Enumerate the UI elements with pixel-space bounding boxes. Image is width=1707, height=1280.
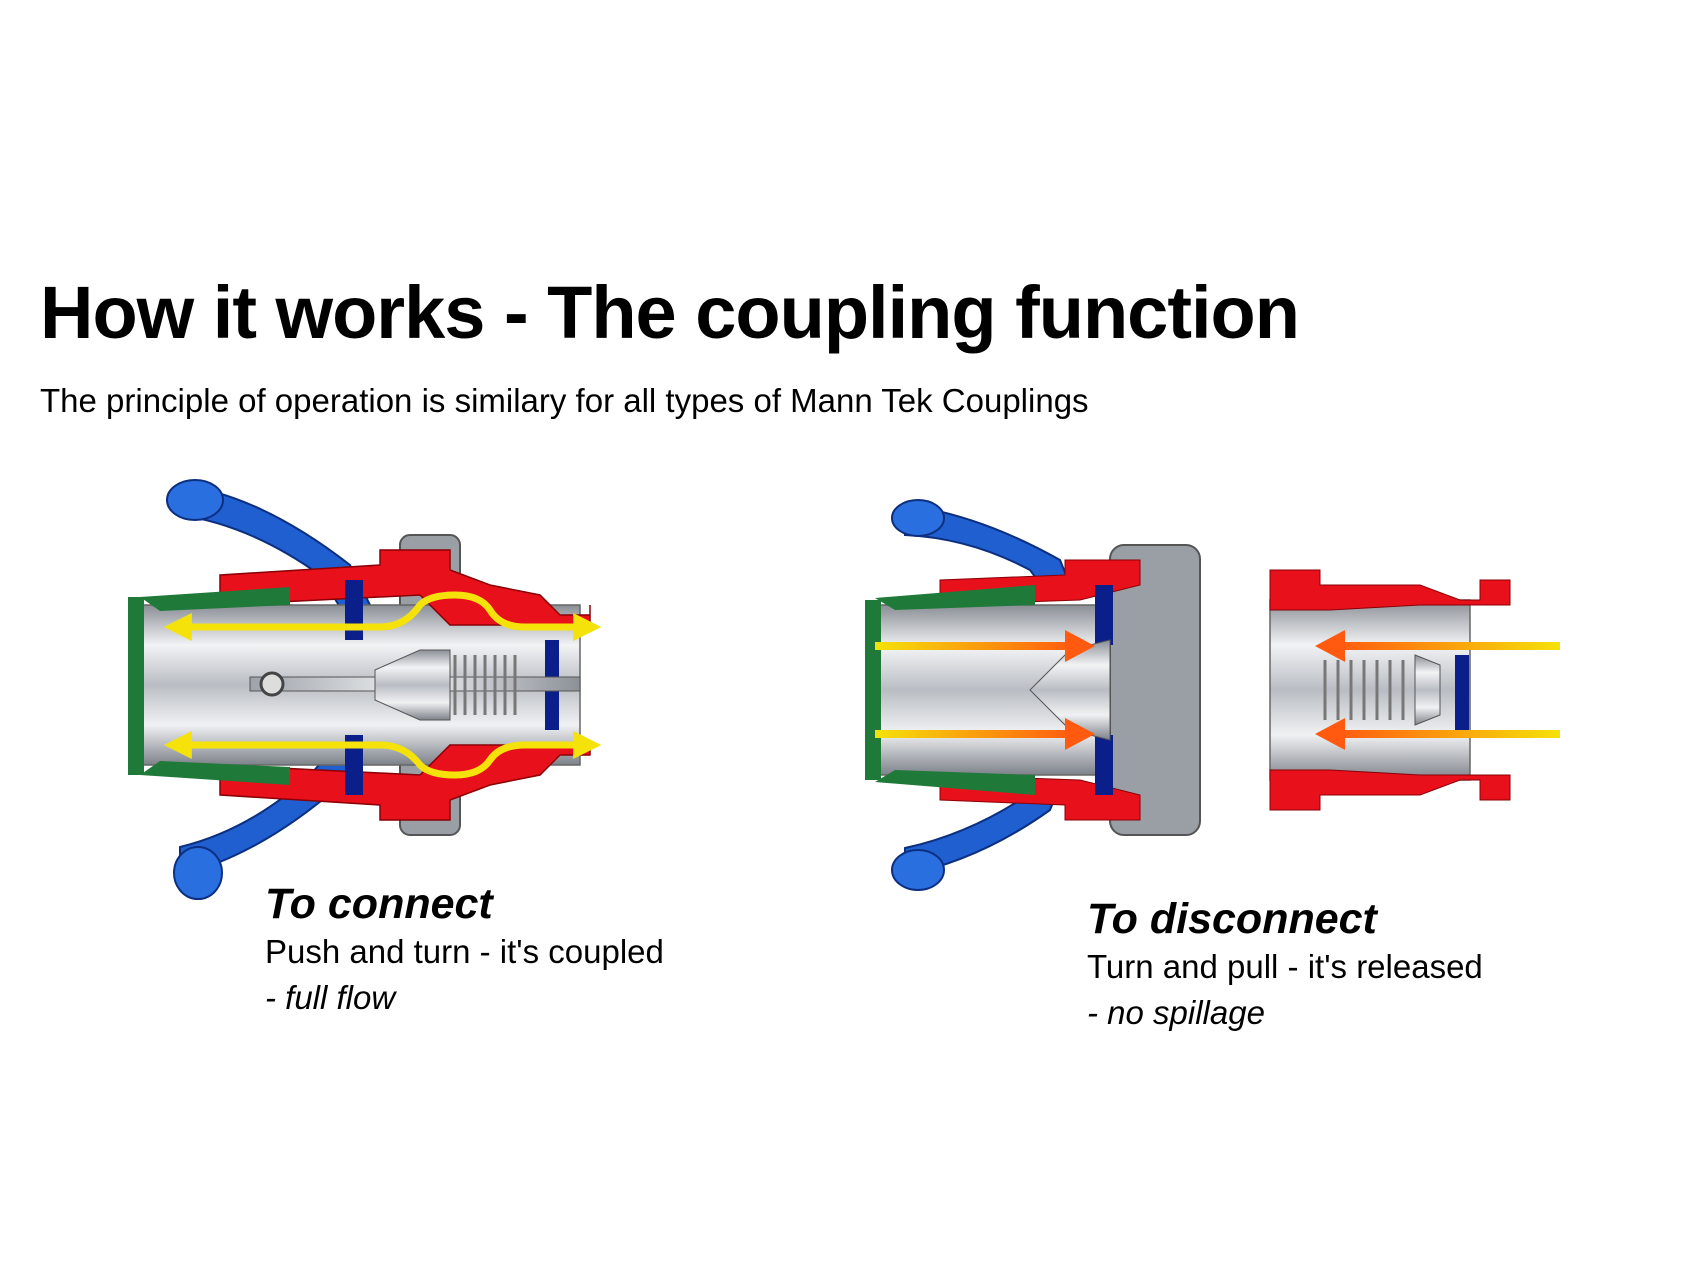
- seal-left: [128, 597, 144, 775]
- connect-note: - full flow: [265, 979, 664, 1017]
- disconnect-instruction: Turn and pull - it's released: [1087, 948, 1483, 986]
- connect-instruction: Push and turn - it's coupled: [265, 933, 664, 971]
- pivot-pin: [261, 673, 283, 695]
- connect-heading: To connect: [265, 880, 664, 929]
- disconnected-coupling-diagram: [860, 490, 1560, 910]
- disconnect-note: - no spillage: [1087, 994, 1483, 1032]
- disconnect-heading: To disconnect: [1087, 895, 1483, 944]
- valve-seat-top: [1095, 585, 1113, 645]
- seal-left: [865, 600, 881, 780]
- spring: [455, 655, 515, 715]
- page-title: How it works - The coupling function: [40, 270, 1299, 355]
- adaptor-half: [1270, 570, 1510, 810]
- connect-caption: To connect Push and turn - it's coupled …: [265, 880, 664, 1017]
- connected-coupling-diagram: [120, 455, 660, 915]
- page-subtitle: The principle of operation is similary f…: [40, 382, 1089, 420]
- valve-seat-bottom: [1095, 735, 1113, 795]
- disconnect-caption: To disconnect Turn and pull - it's relea…: [1087, 895, 1483, 1032]
- valve-seat-top: [345, 580, 363, 640]
